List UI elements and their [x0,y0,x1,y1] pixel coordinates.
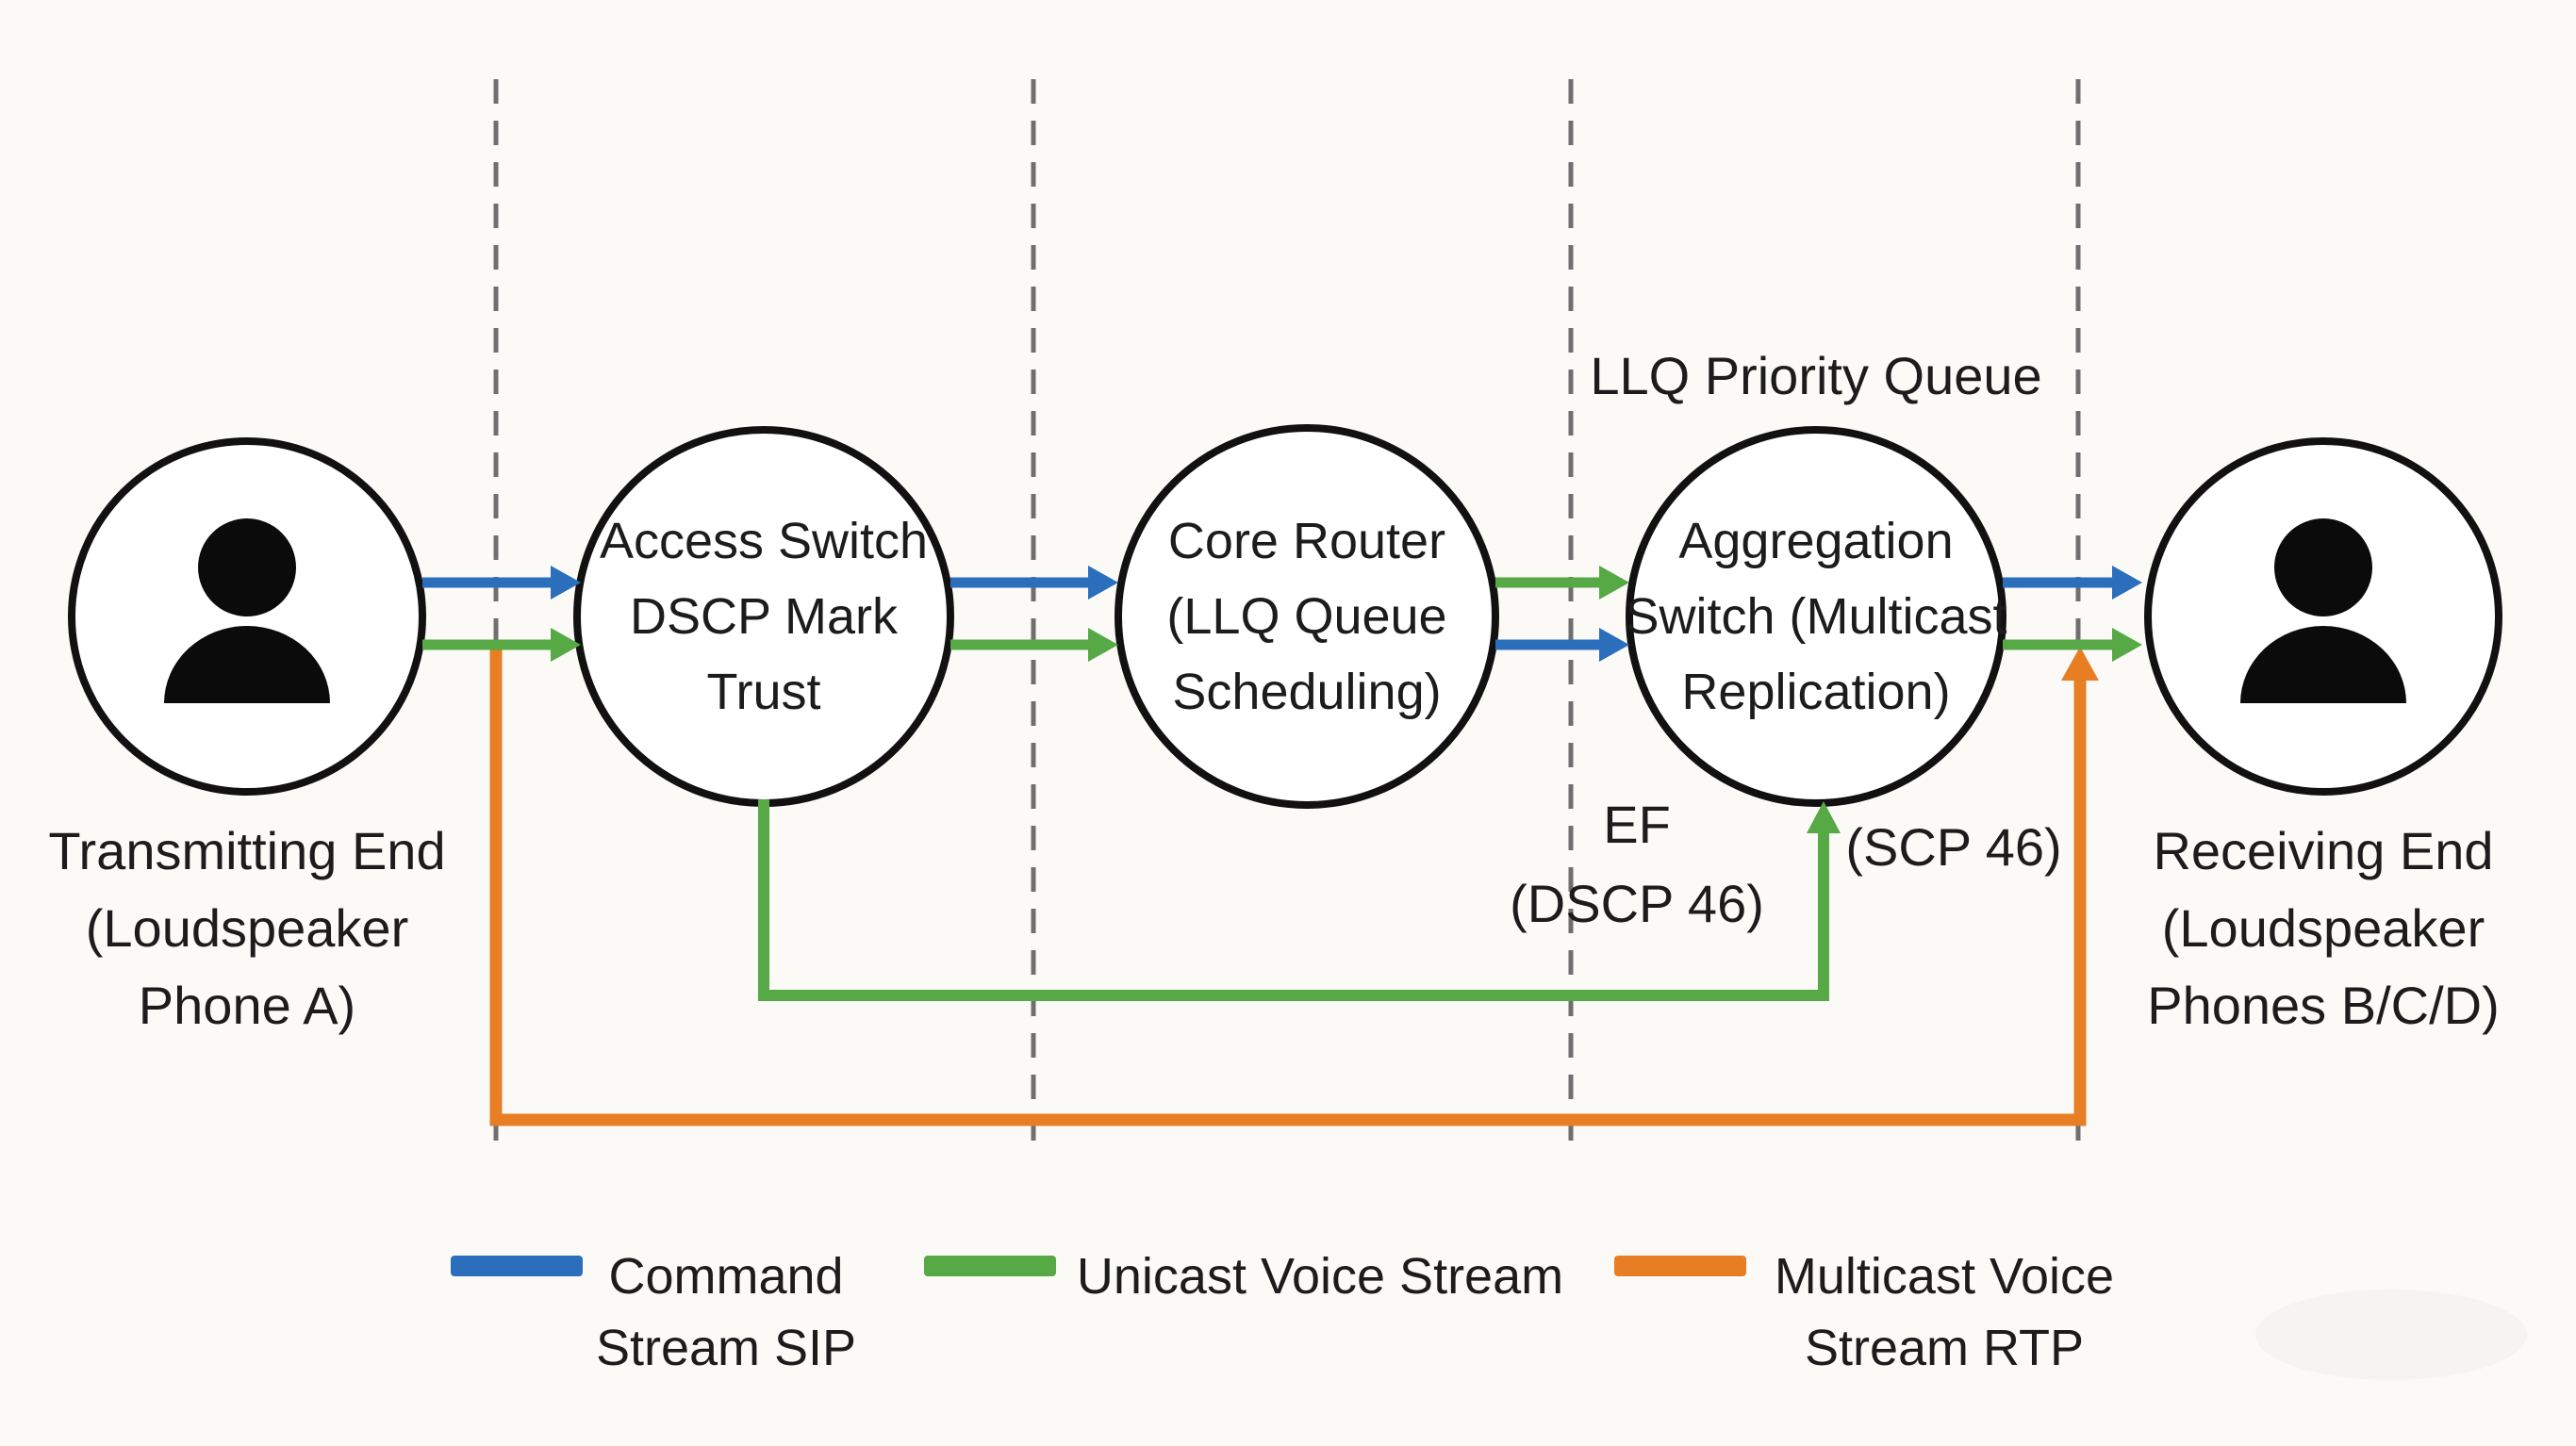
unicast-return-path [758,799,1841,1001]
access-switch-label-line1: Access Switch [600,513,928,569]
node-aggregation-switch-circle [1626,426,2006,807]
person-head [198,518,296,616]
receiving-end-caption-line1: Receiving End [2153,821,2493,880]
transmitting-end-caption-line3: Phone A) [139,976,355,1035]
core-router-label-line2: (LLQ Queue [1166,588,1446,645]
legend-command-line2: Stream SIP [596,1320,856,1376]
unicast-stream-swatch-icon [924,1256,1056,1276]
multicast-rtp-path [489,647,2099,1126]
unicast-arrowhead-seg3-icon [1599,566,1629,600]
unicast-arrowhead-seg4-icon [2112,628,2142,662]
watermark-smudge [2255,1290,2527,1380]
command-arrowhead-seg4-icon [2112,566,2142,600]
access-switch-label-line3: Trust [707,664,821,720]
node-labels: Access Switch DSCP Mark Trust Core Route… [600,513,2007,720]
legend-multicast-line2: Stream RTP [1805,1320,2084,1376]
node-core-router-circle [1115,424,1499,809]
legend: Command Stream SIP Unicast Voice Stream … [451,1248,2114,1376]
annotations: LLQ Priority Queue Transmitting End (Lou… [48,346,2499,1035]
person-head [2274,518,2372,616]
legend-item-command-stream: Command Stream SIP [451,1248,856,1376]
legend-item-unicast-stream: Unicast Voice Stream [924,1248,1563,1305]
receiving-end-caption-line3: Phones B/C/D) [2147,976,2500,1035]
legend-unicast-line1: Unicast Voice Stream [1077,1248,1563,1305]
legend-command-line1: Command [608,1248,843,1305]
unicast-return-line [758,799,1829,1001]
transmitting-end-caption-line2: (Loudspeaker [86,898,408,958]
unicast-arrowhead-seg1-icon [551,628,581,662]
scp-marking: (SCP 46) [1845,817,2061,877]
multicast-stream-swatch-icon [1614,1256,1746,1276]
person-shoulders [2240,626,2406,703]
aggregation-switch-label-line1: Aggregation [1678,513,1953,569]
person-icon [164,518,330,703]
command-stream-swatch-icon [451,1256,583,1276]
person-shoulders [164,626,330,703]
aggregation-switch-label-line2: Switch (Multicast [1625,588,2006,645]
llq-priority-queue-caption: LLQ Priority Queue [1590,346,2041,405]
command-arrowhead-seg3-icon [1599,628,1629,662]
multicast-rtp-arrowhead-icon [2061,647,2099,681]
multicast-rtp-line [489,649,2087,1126]
access-switch-label-line2: DSCP Mark [630,588,899,645]
flow-arrows [422,566,2142,662]
ef-marking-line2: (DSCP 46) [1510,874,1764,933]
legend-multicast-line1: Multicast Voice [1775,1248,2114,1305]
ef-marking-line1: EF [1603,795,1671,854]
aggregation-switch-label-line3: Replication) [1681,664,1950,720]
receiving-end-caption-line2: (Loudspeaker [2162,898,2485,958]
core-router-label-line1: Core Router [1168,513,1445,569]
core-router-label-line3: Scheduling) [1172,664,1441,720]
legend-item-multicast-stream: Multicast Voice Stream RTP [1614,1248,2114,1376]
unicast-arrowhead-seg2-icon [1088,628,1118,662]
transmitting-end-caption-line1: Transmitting End [48,821,445,880]
person-icon [2240,518,2406,703]
node-circles [68,424,2502,809]
command-arrowhead-seg1-icon [551,566,581,600]
unicast-return-arrowhead-icon [1807,801,1841,833]
command-arrowhead-seg2-icon [1088,566,1118,600]
